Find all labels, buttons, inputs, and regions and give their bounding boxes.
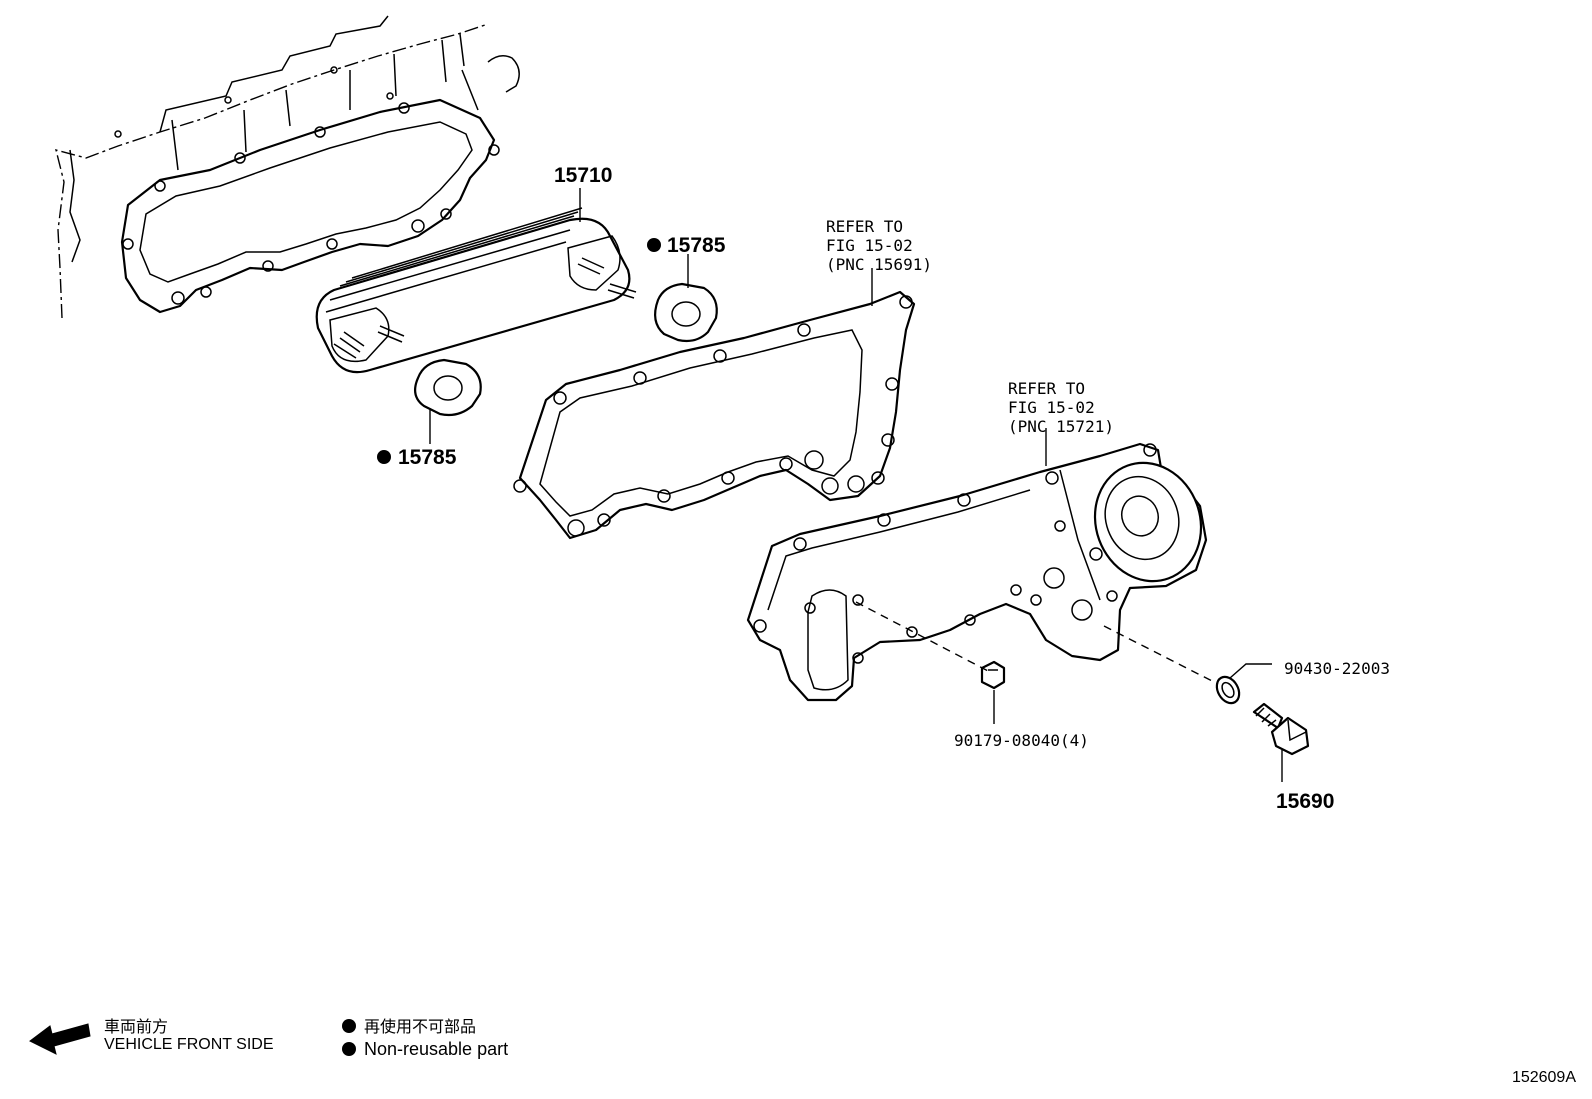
gasket-lower [413, 358, 482, 417]
refer-2-line1: REFER TO [1008, 379, 1085, 398]
installation-lines [855, 601, 1219, 685]
label-15710: 15710 [554, 164, 612, 187]
plug-gasket [1215, 675, 1241, 705]
figure-id: 152609A [1512, 1069, 1576, 1086]
refer-1-line2: FIG 15-02 [826, 236, 913, 255]
legend-direction-jp: 車両前方 [104, 1017, 169, 1036]
legend-nonreusable-jp: 再使用不可部品 [342, 1013, 476, 1037]
bolt [980, 660, 1006, 690]
cooler-cover [746, 442, 1208, 702]
refer-2-line3: (PNC 15721) [1008, 417, 1114, 436]
filled-dot-icon [342, 1042, 356, 1056]
refer-2-line2: FIG 15-02 [1008, 398, 1095, 417]
oil-cooler [315, 207, 637, 374]
nonreusable-dot-icon [647, 238, 661, 252]
nonreusable-dot-icon [377, 450, 391, 464]
label-15690: 15690 [1276, 790, 1334, 813]
refer-1-line1: REFER TO [826, 217, 903, 236]
legend-nonreusable-jp-text: 再使用不可部品 [364, 1017, 477, 1036]
label-90430-22003: 90430-22003 [1284, 659, 1390, 678]
engine-block [55, 15, 520, 319]
refer-1-line3: (PNC 15691) [826, 255, 932, 274]
oil-pressure-switch [1252, 702, 1310, 756]
gasket-upper [653, 282, 718, 343]
legend-direction-en: VEHICLE FRONT SIDE [104, 1036, 274, 1053]
legend-nonreusable-en-text: Non-reusable part [364, 1039, 509, 1059]
label-15785-upper: 15785 [667, 234, 726, 257]
cover-gasket [513, 290, 916, 540]
label-90179-08040: 90179-08040(4) [954, 731, 1089, 750]
label-15785-lower: 15785 [398, 446, 457, 469]
leader-lines [429, 188, 1283, 782]
arrow-left-icon [29, 1023, 91, 1055]
legend-nonreusable-en: Non-reusable part [342, 1039, 508, 1060]
filled-dot-icon [342, 1019, 356, 1033]
